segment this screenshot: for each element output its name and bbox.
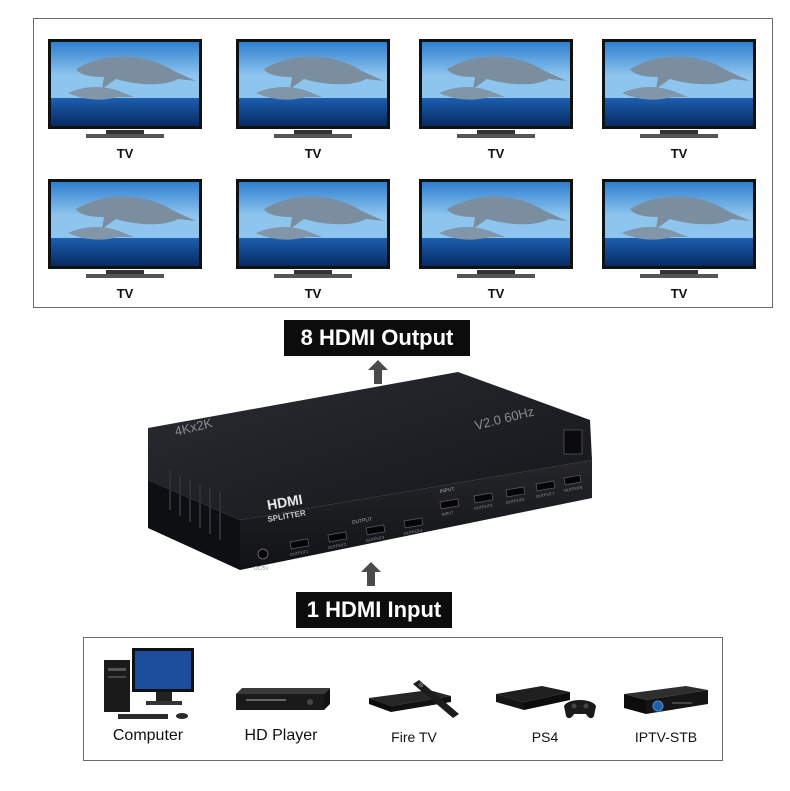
iptv-stb-icon — [624, 686, 708, 714]
port-label: OUTPUT2 — [327, 542, 347, 550]
port-label: OUTPUT7 — [535, 491, 555, 499]
tv-display: TV — [234, 177, 392, 307]
tv-display: TV — [600, 177, 758, 307]
tv-label: TV — [304, 146, 322, 161]
source-label: Computer — [112, 727, 184, 744]
hdmi-port — [365, 524, 386, 536]
power-label: DC/5V — [254, 566, 269, 572]
tv-icon — [236, 179, 390, 278]
tv-display: TV — [417, 37, 575, 167]
hdmi-port — [289, 538, 310, 550]
tv-icon — [419, 39, 573, 138]
ps4-icon — [496, 686, 596, 719]
power-jack-icon — [257, 548, 269, 560]
arrow-up-icon — [368, 360, 388, 384]
source-fire-tv: Fire TV — [359, 638, 469, 760]
tv-label: TV — [116, 146, 134, 161]
tv-label: TV — [116, 286, 134, 301]
hdmi-port — [505, 486, 526, 498]
input-badge: 1 HDMI Input — [296, 592, 452, 628]
source-computer: Computer — [98, 638, 198, 760]
tv-icon — [48, 179, 202, 278]
tv-icon — [48, 39, 202, 138]
computer-icon — [104, 648, 194, 719]
tv-label: TV — [670, 146, 688, 161]
port-label: OUTPUT3 — [365, 535, 385, 543]
source-iptv-stb: IPTV-STB — [616, 638, 716, 760]
hdmi-port — [473, 492, 494, 504]
port-label: OUTPUT8 — [563, 485, 583, 493]
arrow-up-icon — [361, 562, 381, 586]
output-displays-panel: TV TV TV — [33, 18, 773, 308]
port-label: INPUT — [441, 510, 454, 517]
port-label: OUTPUT1 — [289, 549, 309, 557]
device-front-title: HDMI — [266, 491, 304, 513]
source-label: Fire TV — [391, 729, 437, 745]
tv-label: TV — [487, 286, 505, 301]
hdmi-port — [403, 517, 424, 529]
tv-label: TV — [304, 286, 322, 301]
tv-display: TV — [234, 37, 392, 167]
port-label: OUTPUT4 — [403, 528, 423, 536]
hdmi-splitter-device: 4Kx2K V2.0 60Hz HDMI SPLITTER OUTPUT INP… — [148, 372, 592, 572]
source-label: HD Player — [244, 727, 318, 744]
source-label: PS4 — [531, 729, 559, 745]
tv-display: TV — [46, 177, 204, 307]
port-label: OUTPUT5 — [473, 503, 493, 511]
source-hd-player: HD Player — [226, 638, 336, 760]
tv-display: TV — [46, 37, 204, 167]
tv-label: TV — [670, 286, 688, 301]
input-sources-panel: Computer HD Player Fire TV P — [83, 637, 723, 761]
device-output-group-label: OUTPUT — [351, 516, 372, 525]
fire-tv-icon — [369, 680, 459, 718]
tv-icon — [602, 39, 756, 138]
tv-icon — [602, 179, 756, 278]
hdmi-port — [327, 531, 348, 543]
power-switch-icon — [563, 429, 583, 455]
tv-display: TV — [600, 37, 758, 167]
tv-icon — [419, 179, 573, 278]
hdmi-port — [439, 498, 460, 510]
tv-label: TV — [487, 146, 505, 161]
device-input-group-label: INPUT — [439, 486, 455, 495]
tv-icon — [236, 39, 390, 138]
source-ps4: PS4 — [488, 638, 602, 760]
output-badge: 8 HDMI Output — [284, 320, 470, 356]
source-label: IPTV-STB — [634, 729, 698, 745]
hdmi-port — [563, 474, 582, 486]
hdmi-port — [535, 480, 556, 492]
hd-player-icon — [236, 688, 330, 710]
port-label: OUTPUT6 — [505, 497, 525, 505]
tv-display: TV — [417, 177, 575, 307]
